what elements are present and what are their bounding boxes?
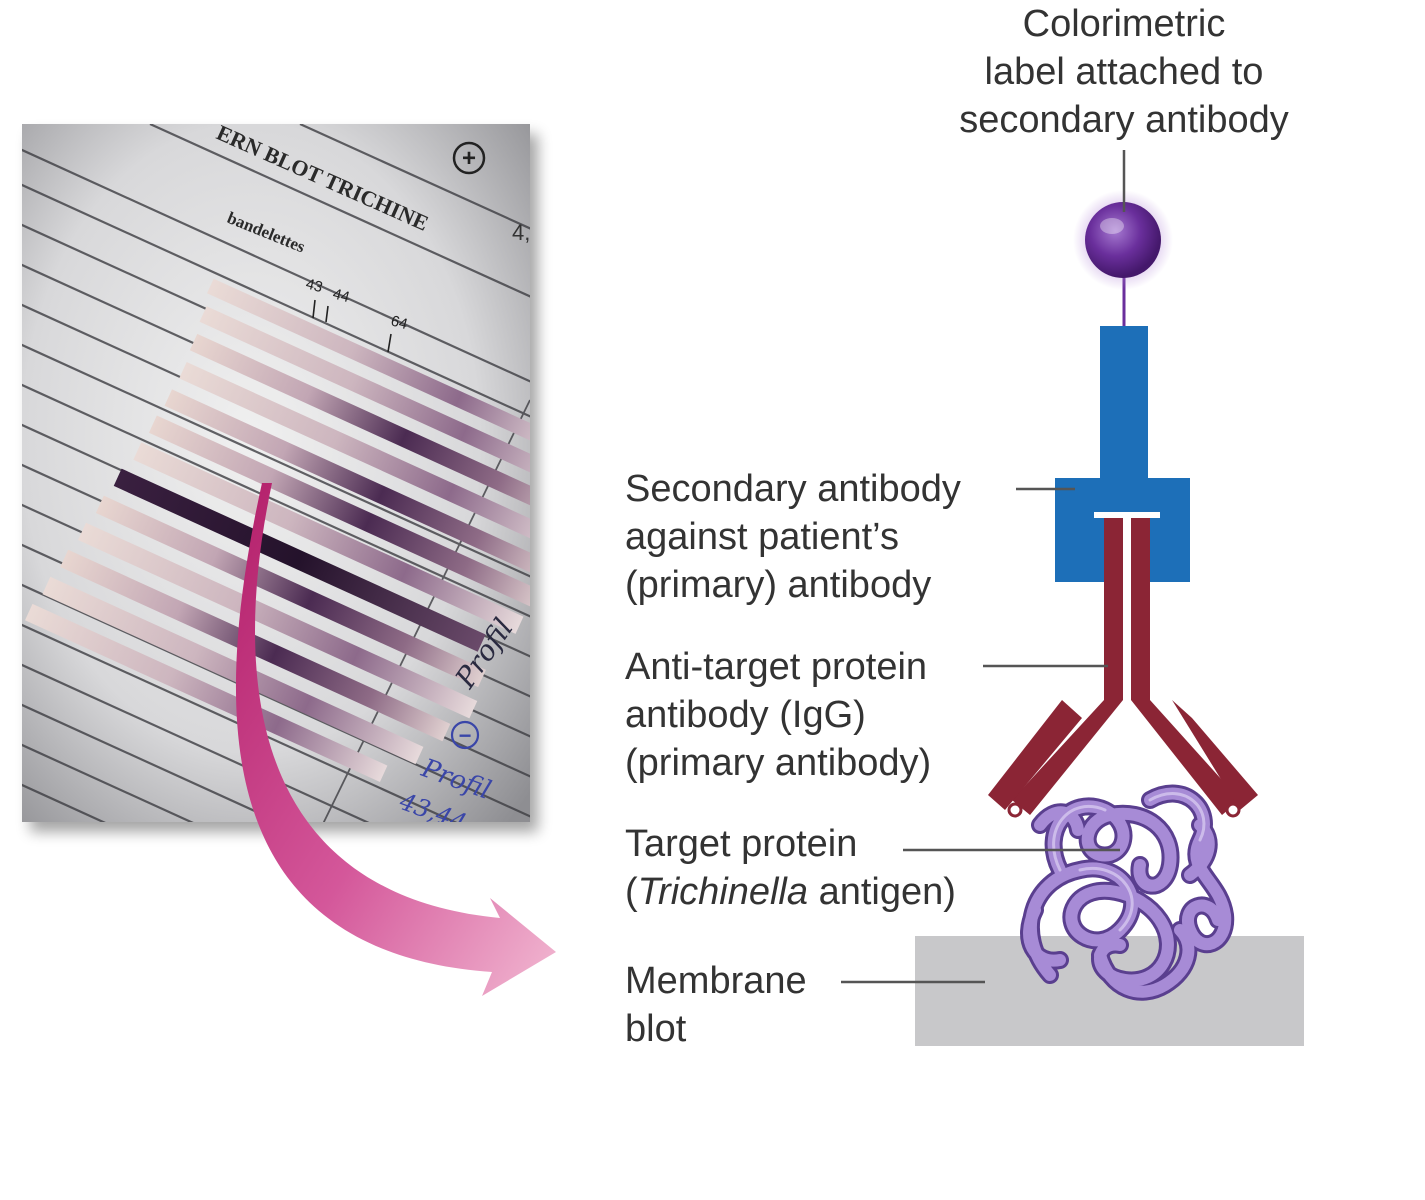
plus-symbol: + — [462, 145, 476, 172]
marker-43: 43 — [304, 275, 325, 296]
primary-antibody-label: Anti-target protein antibody (IgG) (prim… — [625, 643, 931, 787]
primary-line-2: antibody (IgG) — [625, 694, 866, 736]
curved-arrow — [235, 483, 556, 996]
minus-symbol: − — [459, 723, 472, 748]
target-rest: antigen) — [808, 871, 956, 913]
secondary-line-2: against patient’s — [625, 516, 899, 558]
secondary-line-1: Secondary antibody — [625, 468, 961, 510]
secondary-antibody-label: Secondary antibody against patient’s (pr… — [625, 465, 961, 609]
colorimetric-label-icon — [1085, 202, 1161, 278]
primary-line-1: Anti-target protein — [625, 646, 928, 688]
colorimetric-line-2: label attached to — [984, 51, 1264, 93]
marker-64: 64 — [389, 312, 410, 333]
western-blot-photo: ERN BLOT TRICHINE bandelettes + 4, 43 44… — [22, 124, 538, 832]
marker-44: 44 — [331, 285, 352, 306]
blot-strips — [25, 278, 530, 782]
membrane-label: Membrane blot — [625, 957, 807, 1053]
target-italic-genus: Trichinella — [637, 871, 809, 913]
colorimetric-label-text: Colorimetric label attached to secondary… — [920, 0, 1328, 144]
colorimetric-line-3: secondary antibody — [959, 99, 1289, 141]
corner-mark: 4, — [512, 220, 530, 245]
leader-lines — [841, 150, 1126, 984]
membrane-line-2: blot — [625, 1008, 687, 1050]
primary-line-3: (primary antibody) — [625, 742, 932, 784]
colorimetric-line-1: Colorimetric — [1022, 3, 1226, 45]
target-open-paren: ( — [625, 871, 638, 913]
minus-circle-icon — [450, 720, 480, 750]
membrane-line-1: Membrane — [625, 960, 807, 1002]
target-line-2: (Trichinella antigen) — [625, 868, 956, 916]
secondary-line-3: (primary) antibody — [625, 564, 932, 606]
target-protein — [1020, 784, 1235, 1001]
primary-antibody — [988, 518, 1258, 818]
target-protein-label: Target protein (Trichinella antigen) — [625, 820, 956, 916]
plus-circle-icon — [452, 141, 486, 175]
target-line-1: Target protein — [625, 823, 858, 865]
